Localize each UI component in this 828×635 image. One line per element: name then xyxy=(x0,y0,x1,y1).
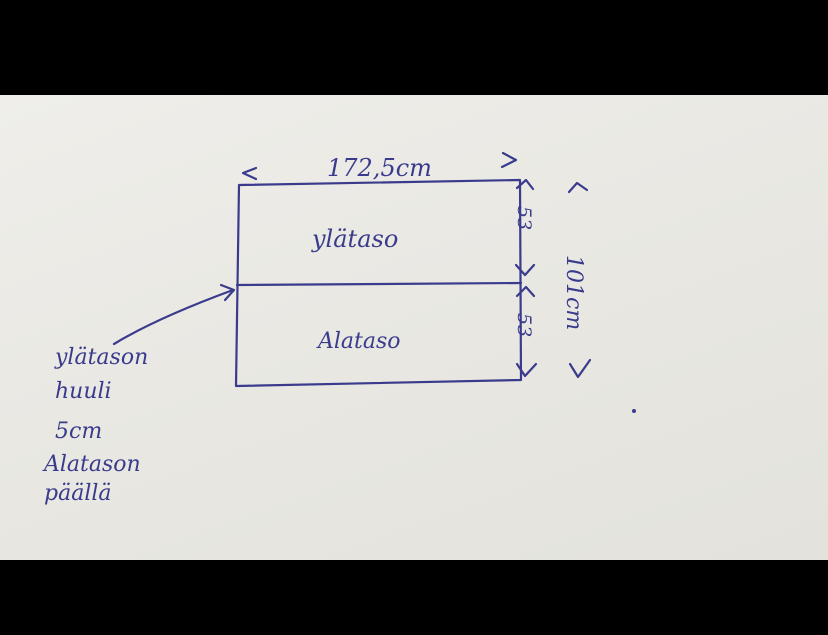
ink-dot xyxy=(632,409,636,413)
note-pointer-arrowhead xyxy=(219,283,236,302)
total-height-arrow-bottom xyxy=(568,358,592,379)
total-height-arrow-top xyxy=(567,181,589,194)
upper-height-arrow-top xyxy=(515,178,535,191)
top-dimension-label: 172,5cm xyxy=(327,154,432,182)
lower-height-arrow-bottom xyxy=(515,362,538,378)
lower-height-label: 53 xyxy=(513,313,535,337)
note-line-4: Alatason xyxy=(42,452,141,477)
top-dimension-right-arrow xyxy=(500,151,518,169)
upper-height-arrow-bottom xyxy=(514,263,536,277)
upper-height-label: 53 xyxy=(513,206,535,230)
note-line-2: huuli xyxy=(55,379,112,404)
note-line-1: ylätason xyxy=(54,345,148,370)
upper-section-label: ylätaso xyxy=(311,225,398,253)
lower-height-arrow-top xyxy=(515,285,536,298)
table-outline xyxy=(234,178,523,388)
paper-sheet xyxy=(0,95,828,560)
top-dimension-left-arrow xyxy=(241,166,258,181)
note-line-5: päällä xyxy=(44,481,112,506)
lower-section-label: Alataso xyxy=(316,329,401,354)
section-divider-line xyxy=(235,281,523,287)
note-line-3: 5cm xyxy=(55,419,102,444)
note-pointer-line xyxy=(112,288,235,346)
total-height-label: 101cm xyxy=(561,255,586,330)
